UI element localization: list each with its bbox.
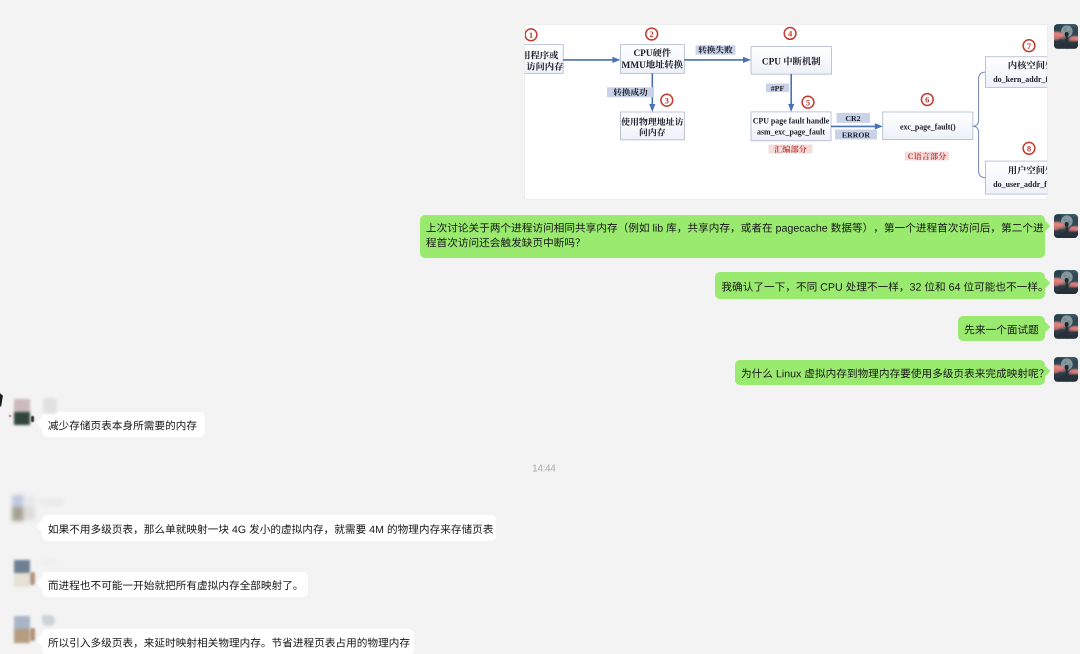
svg-text:CPU page fault handle: CPU page fault handle <box>753 117 830 126</box>
svg-text:exc_page_fault(): exc_page_fault() <box>900 123 956 132</box>
svg-text:2: 2 <box>650 29 654 39</box>
svg-text:CR2: CR2 <box>845 114 860 123</box>
svg-text:1: 1 <box>529 30 533 40</box>
svg-text:CPU: CPU <box>762 58 781 68</box>
svg-text:8: 8 <box>1027 143 1032 153</box>
svg-text:#PF: #PF <box>771 84 785 93</box>
svg-text:do_user_addr_fau: do_user_addr_fau <box>993 180 1047 189</box>
svg-text:CPU: CPU <box>633 49 652 59</box>
svg-text:do_kern_addr_fau: do_kern_addr_fau <box>993 75 1047 84</box>
svg-text:4: 4 <box>788 29 793 39</box>
svg-text:7: 7 <box>1027 41 1032 51</box>
svg-text:MMU: MMU <box>622 61 647 71</box>
svg-text:6: 6 <box>925 95 930 105</box>
svg-text:C: C <box>908 152 914 161</box>
svg-text:14:44: 14:44 <box>532 463 556 474</box>
svg-text:3: 3 <box>665 95 669 105</box>
svg-text:ERROR: ERROR <box>842 131 871 140</box>
svg-text:5: 5 <box>806 97 810 107</box>
svg-text:asm_exc_page_fault: asm_exc_page_fault <box>757 128 825 137</box>
